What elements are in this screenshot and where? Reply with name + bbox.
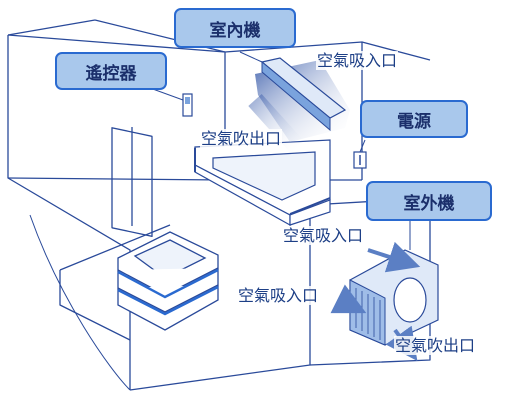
indoor-airflow-haze: [248, 93, 307, 157]
label-outdoor-air-intake-top: 空氣吸入口: [282, 226, 365, 245]
room-walls: [7, 19, 431, 391]
armchair: [117, 231, 219, 331]
label-outdoor-air-intake-left: 空氣吸入口: [237, 286, 320, 305]
sofa: [194, 139, 331, 227]
label-indoor-air-intake: 空氣吸入口: [316, 51, 399, 70]
label-indoor-air-outlet: 空氣吹出口: [200, 129, 283, 148]
armchair-stripes: [117, 268, 219, 316]
sofa-stripes: [194, 148, 331, 215]
power-outlet: [353, 151, 367, 169]
label-outdoor-air-outlet: 空氣吹出口: [394, 336, 477, 355]
callout-pointers: [149, 51, 411, 250]
callout-power-supply: 電源: [360, 100, 468, 138]
remote-control: [182, 93, 193, 117]
outdoor-unit: [330, 241, 439, 361]
callout-indoor-unit: 室內機: [174, 8, 296, 48]
callout-remote-control: 遙控器: [55, 52, 167, 90]
callout-outdoor-unit: 室外機: [366, 181, 492, 221]
